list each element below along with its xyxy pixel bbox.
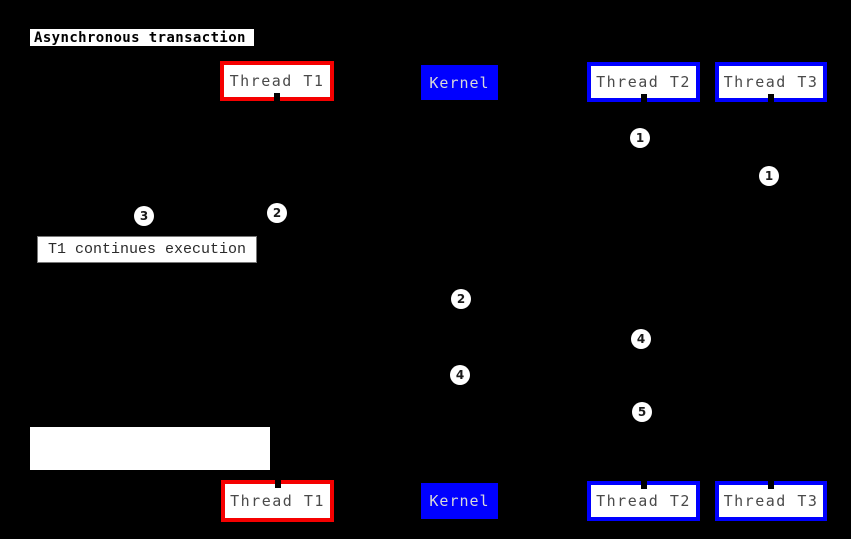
participant-thread-t2-top: Thread T2 — [587, 62, 700, 104]
participant-kernel-bottom: Kernel — [421, 483, 498, 519]
sequence-marker: 2 — [451, 289, 471, 309]
participant-label: Kernel — [429, 73, 490, 92]
participant-label: Thread T1 — [229, 72, 325, 90]
participant-thread-t1-top: Thread T1 — [220, 61, 334, 103]
sequence-marker: 3 — [134, 206, 154, 226]
participant-thread-t2-bottom: Thread T2 — [587, 479, 700, 521]
participant-label: Thread T1 — [230, 492, 325, 510]
participant-label: Thread T2 — [596, 492, 691, 510]
participant-thread-t3-bottom: Thread T3 — [715, 479, 827, 521]
note-label: T1 continues execution — [47, 241, 247, 258]
participant-label: Thread T3 — [723, 492, 819, 510]
participant-label: Thread T3 — [723, 73, 819, 91]
sequence-marker: 5 — [632, 402, 652, 422]
participant-kernel-top: Kernel — [421, 65, 498, 100]
participant-label: Thread T2 — [596, 73, 691, 91]
participant-thread-t3-top: Thread T3 — [715, 62, 827, 104]
sequence-marker: 4 — [631, 329, 651, 349]
diagram-title-label: Asynchronous transaction — [34, 29, 246, 46]
sequence-marker: 1 — [630, 128, 650, 148]
sequence-marker: 4 — [450, 365, 470, 385]
note-t1-continues: T1 continues execution — [37, 236, 257, 263]
note-blank — [30, 427, 270, 470]
participant-thread-t1-bottom: Thread T1 — [221, 478, 334, 522]
participant-label: Kernel — [429, 492, 490, 510]
sequence-marker: 1 — [759, 166, 779, 186]
diagram-title: Asynchronous transaction — [28, 27, 256, 48]
sequence-marker: 2 — [267, 203, 287, 223]
